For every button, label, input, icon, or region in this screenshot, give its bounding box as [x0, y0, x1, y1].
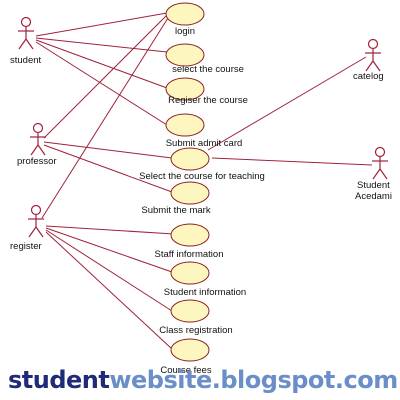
usecase-student-information[interactable] [170, 261, 210, 285]
associations [35, 12, 373, 350]
actor-professor-icon[interactable] [30, 122, 46, 156]
actor-student-icon[interactable] [18, 16, 34, 50]
assoc-professor-select-teaching [43, 141, 173, 159]
usecase-submit-admit-card[interactable] [165, 113, 205, 137]
assoc-teaching-student-acedamic [211, 157, 373, 166]
label-register-course: Regiser the course [168, 95, 248, 106]
assoc-teaching-catelog [207, 56, 367, 151]
usecase-class-registration[interactable] [170, 299, 210, 323]
assoc-student-register-course [35, 39, 168, 89]
use-cases [165, 2, 210, 362]
assoc-student-login [35, 12, 168, 37]
usecase-login[interactable] [165, 2, 205, 26]
usecase-register-course[interactable] [165, 77, 205, 101]
label-submit-admit-card: Submit admit card [166, 138, 243, 149]
assoc-register-staff [45, 225, 175, 235]
actor-register-label: register [10, 241, 42, 252]
actor-student-acedamic-label-2: Acedami [355, 191, 392, 202]
actor-student-acedamic-label-1: Student [357, 180, 390, 191]
label-submit-mark: Submit the mark [141, 205, 210, 216]
usecase-submit-mark[interactable] [170, 181, 210, 205]
assoc-student-select-course [35, 37, 168, 53]
assoc-student-submit-admit [35, 41, 168, 126]
actor-student-label: student [10, 55, 42, 66]
use-case-labels: login select the course Regiser the cour… [139, 26, 265, 376]
usecase-course-fees[interactable] [170, 338, 210, 362]
label-select-course: select the course [172, 64, 244, 75]
label-select-course-teaching: Select the course for teaching [139, 171, 265, 182]
assoc-professor-login [43, 14, 168, 139]
usecase-select-course-teaching[interactable] [170, 147, 210, 171]
usecase-select-course[interactable] [165, 43, 205, 67]
assoc-professor-submit-mark [43, 144, 173, 193]
watermark-part2: website.blogspot.com [109, 366, 398, 394]
label-staff-information: Staff information [154, 249, 223, 260]
assoc-register-class-reg [45, 229, 173, 312]
watermark-part1: student [8, 366, 110, 394]
actor-student-acedamic-icon[interactable] [372, 146, 388, 180]
label-student-information: Student information [164, 287, 246, 298]
actor-register-icon[interactable] [28, 204, 44, 238]
assoc-register-login [41, 17, 169, 219]
label-class-registration: Class registration [159, 325, 232, 336]
actor-catelog-icon[interactable] [365, 38, 381, 72]
usecase-staff-information[interactable] [170, 223, 210, 247]
actor-professor-label: professor [17, 156, 57, 167]
assoc-register-student-info [45, 227, 173, 273]
actor-catelog-label: catelog [353, 71, 384, 82]
label-login: login [175, 26, 195, 37]
watermark: studentwebsite.blogspot.com [8, 366, 398, 394]
assoc-register-course-fees [45, 231, 173, 350]
label-course-fees: Course fees [160, 365, 211, 376]
